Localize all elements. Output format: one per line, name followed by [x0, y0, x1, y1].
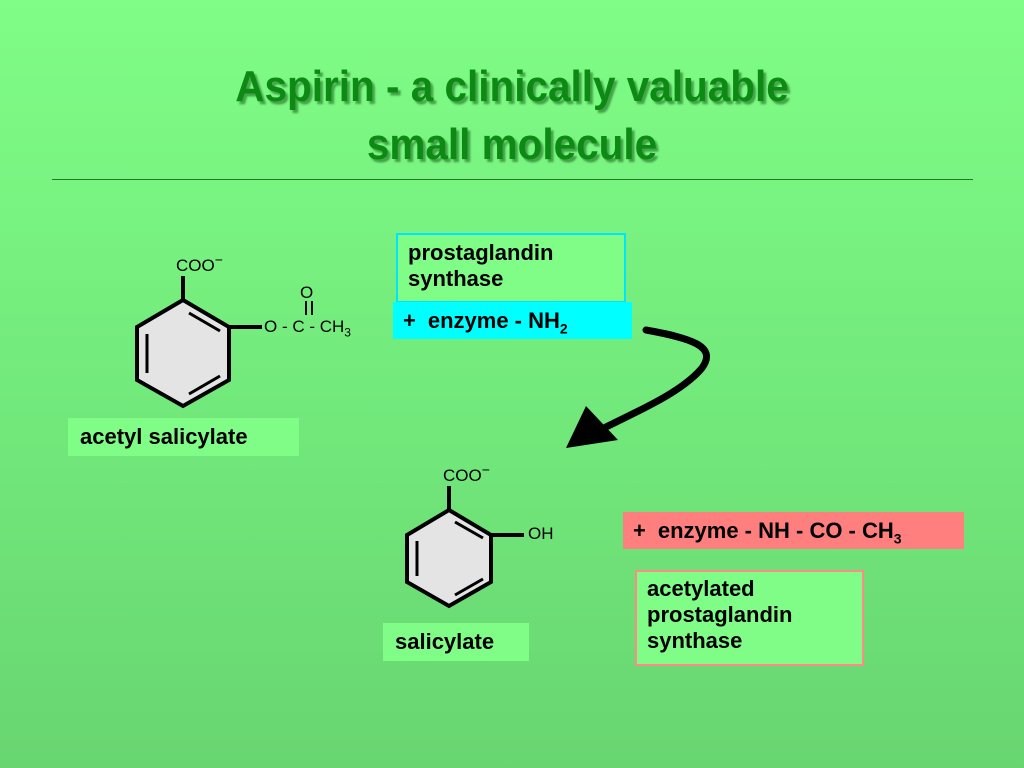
reaction-arrow: [566, 326, 710, 448]
acetyl-carboxylate-text: COO−: [176, 251, 223, 275]
apgs-line-2: prostaglandin: [647, 602, 793, 627]
amine-subscript: 2: [559, 320, 568, 337]
acetylated-pgs-box: acetylated prostaglandin synthase: [635, 570, 864, 666]
apgs-line-1: acetylated: [647, 576, 755, 601]
pgs-line-2: synthase: [408, 266, 504, 291]
ester-chain-text: O - C - CH3: [264, 317, 351, 340]
acetylated-enzyme-box: + enzyme - NH - CO - CH3: [623, 512, 964, 549]
apgs-line-3: synthase: [647, 628, 743, 653]
salicylate-carboxylate-text: COO−: [443, 461, 490, 485]
enzyme-amine-box: + enzyme - NH2: [393, 302, 632, 339]
carbonyl-oxygen-text: O: [300, 283, 314, 302]
acetyl-salicylate-label: acetyl salicylate: [68, 418, 299, 456]
acetyl-salicylate-ring: [135, 276, 313, 409]
acetylated-enzyme-text: enzyme - NH - CO - CH: [657, 518, 894, 543]
enzyme-amine-text: enzyme - NH: [427, 308, 560, 333]
pgs-line-1: prostaglandin: [408, 240, 554, 265]
salicylate-ring: [405, 486, 524, 609]
title-line-1: Aspirin - a clinically valuable: [235, 62, 789, 111]
title-line-2: small molecule: [366, 120, 658, 169]
hydroxyl-text: OH: [528, 524, 554, 543]
methyl-subscript: 3: [893, 530, 902, 547]
plus-sign: +: [403, 308, 416, 333]
slide-title: Aspirin - a clinically valuable small mo…: [41, 58, 983, 174]
prostaglandin-synthase-box: prostaglandin synthase: [396, 233, 626, 303]
title-divider: [52, 179, 973, 180]
salicylate-label: salicylate: [383, 623, 529, 661]
plus-sign: +: [633, 518, 646, 543]
